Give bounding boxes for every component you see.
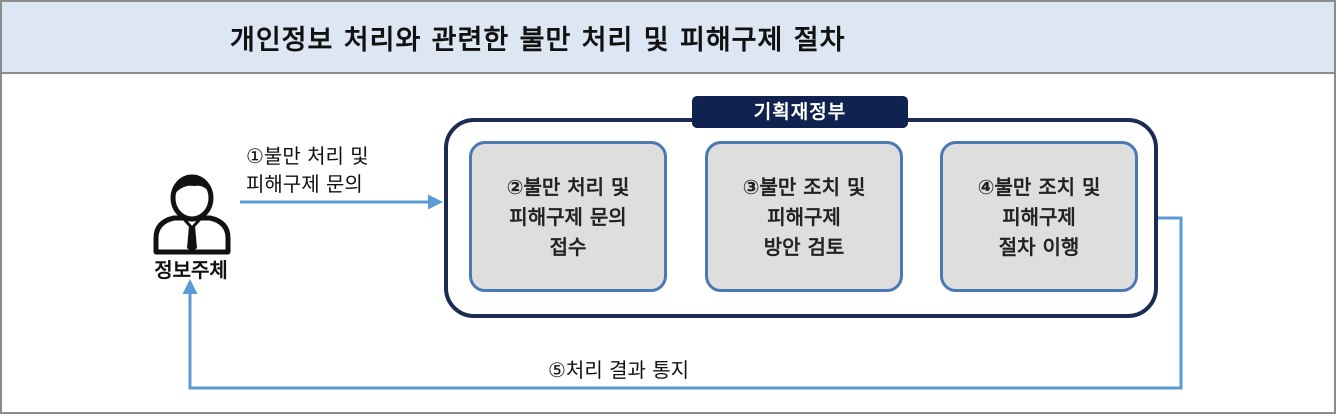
title-bar: 개인정보 처리와 관련한 불만 처리 및 피해구제 절차	[2, 2, 1334, 74]
step-execute-procedure: ④불만 조치 및 피해구제 절차 이행	[940, 141, 1138, 292]
ministry-label: 기획재정부	[692, 96, 908, 128]
diagram-title: 개인정보 처리와 관련한 불만 처리 및 피해구제 절차	[230, 25, 846, 56]
inquiry-label: ①불만 처리 및 피해구제 문의	[246, 144, 369, 196]
step-receive-inquiry: ②불만 처리 및 피해구제 문의 접수	[469, 141, 667, 292]
person-icon	[153, 174, 231, 255]
result-notice-label: ⑤처리 결과 통지	[548, 358, 690, 382]
step-review-measures: ③불만 조치 및 피해구제 방안 검토	[705, 141, 903, 292]
data-subject-label: 정보주체	[154, 258, 228, 282]
arrow-result-notice	[182, 216, 1183, 390]
